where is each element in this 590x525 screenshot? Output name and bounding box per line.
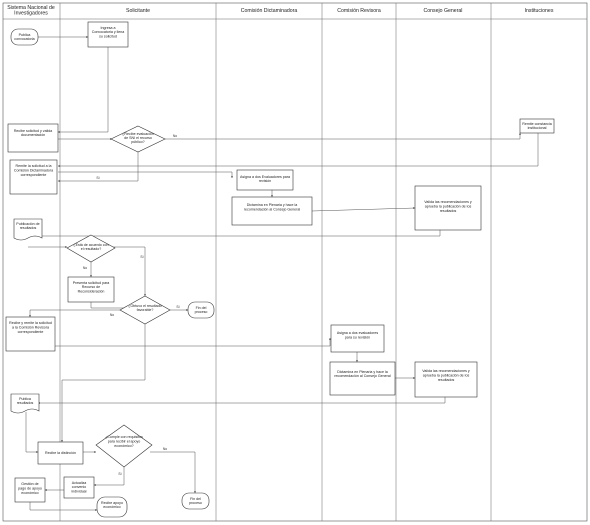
edge-connector [57, 47, 109, 133]
process-box [231, 196, 313, 226]
lane-title-solicitante: Solicitante [126, 8, 150, 14]
lane-title-comision-dictaminadora: Comisión Dictaminadora [241, 8, 298, 14]
edge-connector [57, 133, 539, 167]
edge-connector [61, 324, 146, 443]
edge-label-si: Sí [140, 255, 143, 259]
process-box [329, 361, 396, 396]
edge-connector [29, 502, 98, 511]
process-box [87, 21, 129, 48]
process-box [7, 123, 59, 153]
process-box [519, 118, 555, 134]
edge-connector [311, 207, 416, 212]
lane-title-comision-revisora: Comisión Revisora [337, 8, 381, 14]
node-label: Recibe la distinción [45, 451, 76, 455]
process-box [14, 477, 46, 503]
process-box [414, 185, 482, 231]
process-box [67, 276, 115, 303]
edge-label-no: No [110, 313, 114, 317]
edge-connector [55, 337, 331, 347]
process-box [37, 441, 84, 465]
decision-diamond [119, 295, 171, 325]
edge-connector [57, 151, 139, 182]
decision-diamond [95, 424, 153, 468]
edge-connector [150, 451, 196, 494]
edge-connector [37, 397, 446, 404]
end-terminator [181, 492, 210, 510]
edge-connector [25, 412, 39, 453]
edge-label-no: No [83, 266, 87, 270]
process-box [330, 324, 385, 353]
process-box [63, 476, 95, 499]
start-terminator [10, 28, 39, 46]
lane-title-consejo-general: Consejo General [424, 8, 463, 14]
document-shape [10, 393, 40, 414]
process-box [414, 361, 478, 398]
edge-connector [29, 309, 120, 318]
decision-diamond [66, 234, 116, 263]
decision-diamond [110, 125, 166, 153]
lane-title-instituciones: Instituciones [525, 8, 554, 14]
edge-label-si: Sí [96, 176, 99, 180]
edge-label-no: No [163, 447, 167, 451]
process-box [236, 169, 294, 191]
edge-connector [113, 246, 146, 297]
end-terminator [187, 301, 215, 319]
edge-label-no: No [173, 134, 177, 138]
edge-connector [19, 230, 441, 241]
edge-connector [93, 467, 125, 486]
end-terminator [96, 496, 128, 518]
edge-label-si: Sí [176, 305, 179, 309]
edge-label-si: Sí [118, 472, 121, 476]
edge-connector [58, 171, 233, 179]
edge-connector [165, 132, 521, 140]
process-box [9, 159, 58, 195]
process-box [5, 316, 56, 352]
document-shape [13, 218, 43, 241]
